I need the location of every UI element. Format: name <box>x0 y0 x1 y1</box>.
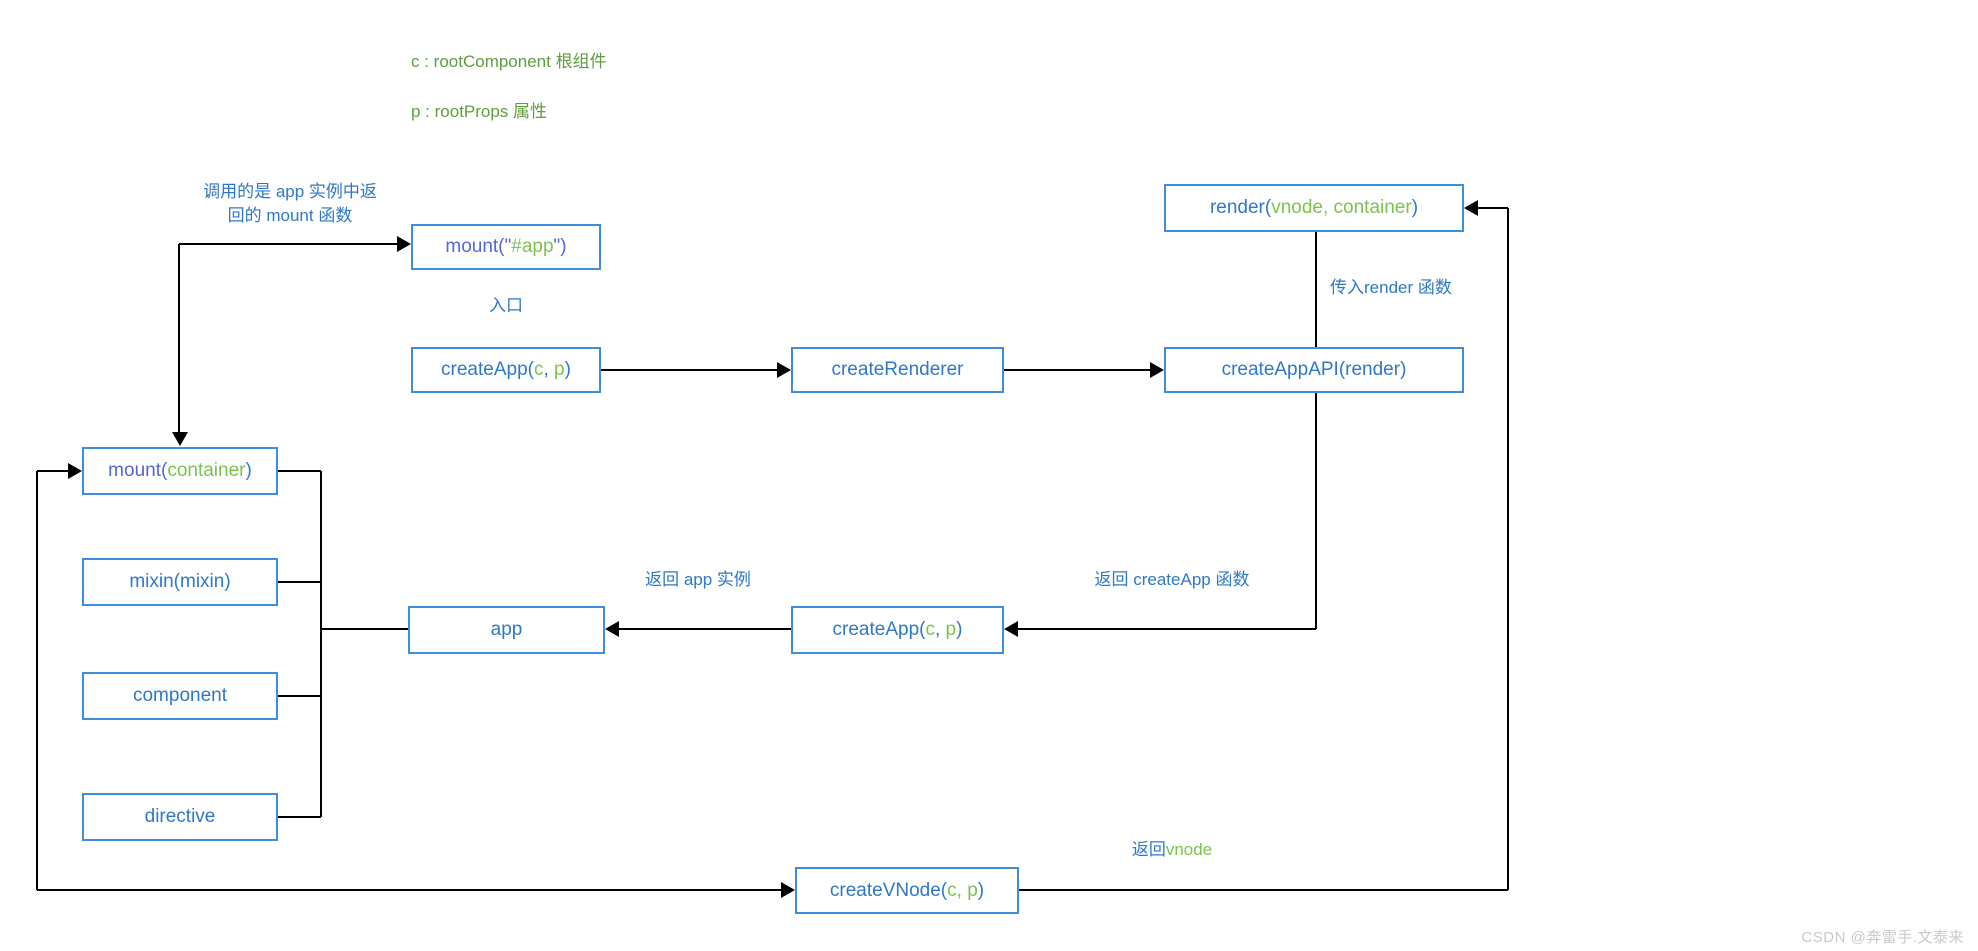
edge-render-appapi <box>1315 232 1317 347</box>
arrow-into-mount-app <box>397 236 411 252</box>
text-segment: c <box>533 359 544 380</box>
directive-box: directive <box>82 793 278 841</box>
text-segment: 返回 createApp 函数 <box>1094 570 1250 589</box>
text-segment: 回的 mount 函数 <box>227 206 353 225</box>
text-segment: createApp( <box>832 619 926 640</box>
text-segment: ) <box>245 460 252 481</box>
edge-leftloop-v <box>36 471 38 890</box>
label-pass-render: 传入render 函数 <box>1330 276 1550 300</box>
text-segment: createVNode( <box>829 879 948 901</box>
text-segment: 返回 <box>1131 840 1166 859</box>
edge-spine <box>320 471 322 817</box>
text-segment: p <box>554 359 565 380</box>
text-segment: component <box>132 685 227 706</box>
edge-createapp-app <box>619 628 791 630</box>
app-box: app <box>408 606 605 654</box>
text-segment: ") <box>553 236 567 257</box>
edge-appapi-down <box>1315 393 1317 629</box>
edge-stub-component <box>278 695 321 697</box>
arrow-into-render <box>1464 200 1478 216</box>
text-segment: mount( <box>108 460 168 481</box>
createappapi-box: createAppAPI(render) <box>1164 347 1464 393</box>
text-segment: createAppAPI(render) <box>1221 359 1407 380</box>
edge-stub-mixin <box>278 581 321 583</box>
edge-rightloop-bottom <box>1019 889 1508 891</box>
label-call-mount-line: 调用的是 app 实例中返 <box>170 180 410 204</box>
text-segment: ) <box>956 619 963 640</box>
component-box: component <box>82 672 278 720</box>
edge-leftloop-stub <box>37 470 68 472</box>
text-segment: , <box>934 619 946 640</box>
arrow-into-createapp-bottom <box>1004 621 1018 637</box>
text-segment: container <box>167 460 246 481</box>
text-segment: ) <box>1411 197 1419 218</box>
edge-leftloop-bottom <box>37 889 781 891</box>
text-segment: createRenderer <box>831 359 964 380</box>
text-segment: , <box>543 359 555 380</box>
text-segment: mount(" <box>445 236 512 257</box>
mixin-box: mixin(mixin) <box>82 558 278 606</box>
createvnode-box: createVNode(c, p) <box>795 867 1019 914</box>
text-segment: 返回 app 实例 <box>645 570 751 589</box>
mount-app-box: mount("#app") <box>411 224 601 270</box>
text-segment: c, p <box>947 879 978 901</box>
text-segment: ) <box>977 879 985 901</box>
edge-rightloop-v <box>1507 208 1509 890</box>
mount-container-box: mount(container) <box>82 447 278 495</box>
label-return-createapp: 返回 createApp 函数 <box>1052 568 1292 592</box>
text-segment: p <box>945 619 957 640</box>
label-return-vnode-line: 返回vnode <box>1077 838 1267 862</box>
watermark: CSDN @奔雷手.文泰来 <box>1801 929 1964 946</box>
label-call-mount: 调用的是 app 实例中返回的 mount 函数 <box>170 180 410 228</box>
edge-elbow-top-h <box>179 243 399 245</box>
createapp-top-box: createApp(c, p) <box>411 347 601 393</box>
text-segment: 入口 <box>489 296 523 315</box>
label-call-mount-line: 回的 mount 函数 <box>170 204 410 228</box>
arrow-into-createrenderer <box>777 362 791 378</box>
text-segment: render( <box>1209 197 1272 218</box>
label-return-createapp-line: 返回 createApp 函数 <box>1052 568 1292 592</box>
text-segment: createApp( <box>441 359 534 380</box>
arrow-into-mount-container-left <box>68 463 82 479</box>
label-pass-render-line: 传入render 函数 <box>1330 276 1550 300</box>
text-segment: ) <box>564 359 571 380</box>
text-segment: mixin(mixin) <box>129 571 231 592</box>
render-box: render(vnode, container) <box>1164 184 1464 232</box>
arrow-into-createvnode <box>781 882 795 898</box>
note-p: p : rootProps 属性 <box>411 100 547 124</box>
label-return-vnode: 返回vnode <box>1077 838 1267 862</box>
text-segment: vnode, container <box>1271 197 1412 218</box>
edge-elbow-top-v <box>178 244 180 434</box>
arrow-into-createappapi <box>1150 362 1164 378</box>
text-segment: c : rootComponent 根组件 <box>411 52 607 71</box>
edge-spine-app <box>321 628 408 630</box>
edge-stub-directive <box>278 816 321 818</box>
text-segment: p : rootProps 属性 <box>411 102 548 121</box>
label-entry-line: 入口 <box>456 294 556 318</box>
createapp-bottom-box: createApp(c, p) <box>791 606 1004 654</box>
label-return-app: 返回 app 实例 <box>598 568 798 592</box>
note-c: c : rootComponent 根组件 <box>411 50 607 74</box>
edge-appapi-left <box>1018 628 1316 630</box>
edge-renderer-appapi <box>1004 369 1152 371</box>
text-segment: 传入render 函数 <box>1330 278 1452 297</box>
arrow-into-app <box>605 621 619 637</box>
edge-stub-mount <box>278 470 321 472</box>
edge-createapp-renderer <box>601 369 779 371</box>
text-segment: c <box>925 619 935 640</box>
text-segment: directive <box>144 806 216 827</box>
createrenderer-box: createRenderer <box>791 347 1004 393</box>
text-segment: app <box>490 619 523 640</box>
arrow-into-mount-container-top <box>172 432 188 446</box>
label-entry: 入口 <box>456 294 556 318</box>
text-segment: 调用的是 app 实例中返 <box>203 182 377 201</box>
edge-rightloop-top <box>1478 207 1508 209</box>
text-segment: vnode <box>1165 840 1213 859</box>
text-segment: #app <box>511 236 554 257</box>
label-return-app-line: 返回 app 实例 <box>598 568 798 592</box>
